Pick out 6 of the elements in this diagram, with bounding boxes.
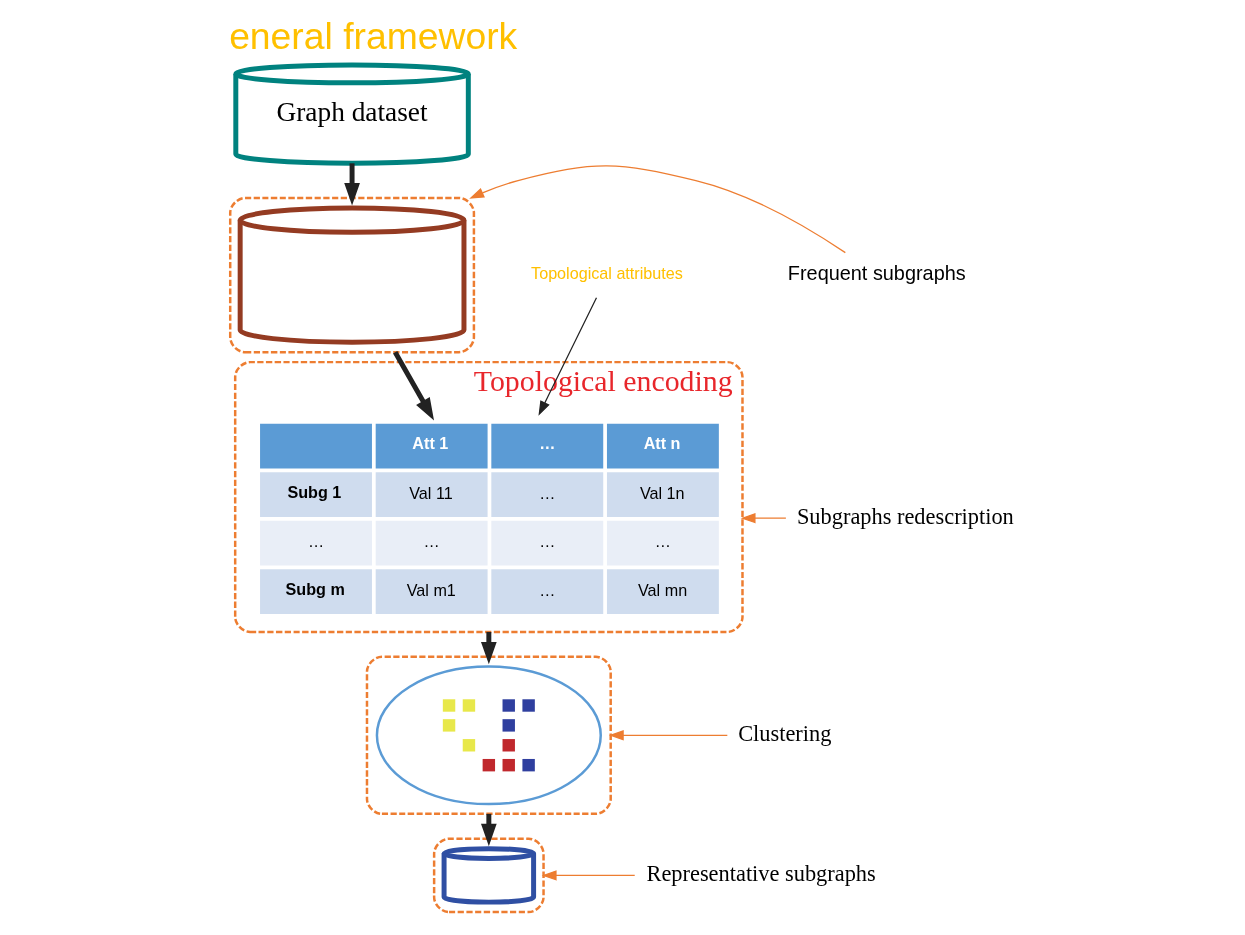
node-text: Clustering xyxy=(738,720,832,746)
node-text: Topological attributes xyxy=(531,263,683,282)
node-text: Frequent subgraphs xyxy=(787,261,966,284)
node-text: Subgraphs redescription xyxy=(796,503,1014,529)
diagram-title: eneral framework xyxy=(229,14,518,57)
node-text: Representative subgraphs xyxy=(646,860,876,886)
